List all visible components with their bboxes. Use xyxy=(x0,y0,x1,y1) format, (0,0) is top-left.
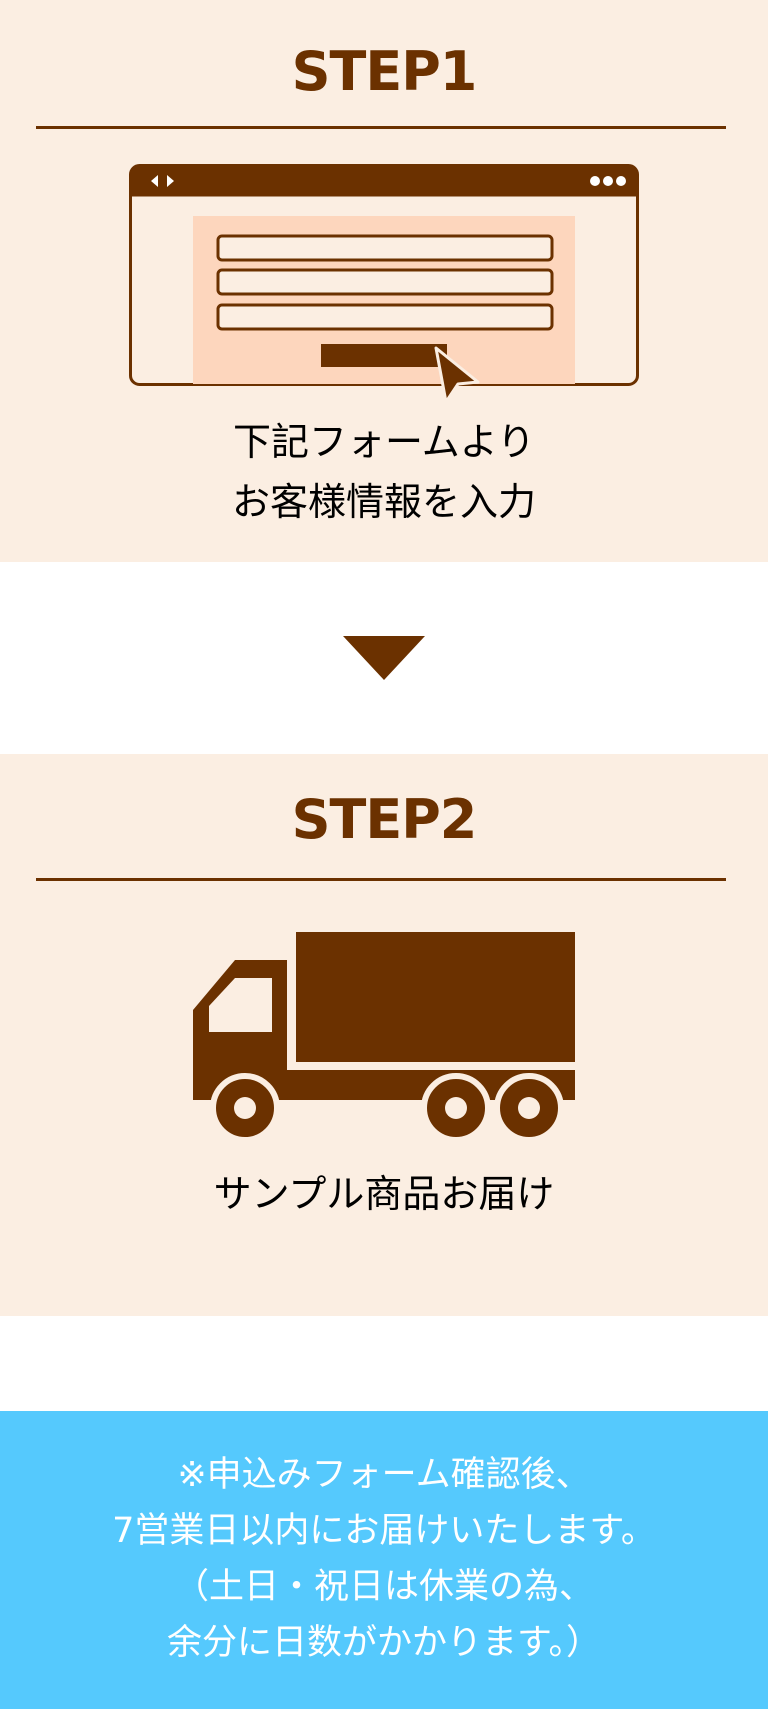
step1-caption: 下記フォームより お客様情報を入力 xyxy=(0,412,768,532)
cursor-arrow-icon xyxy=(434,346,480,404)
menu-dots-icon xyxy=(590,176,600,186)
notice-line: 7営業日以内にお届けいたします。 xyxy=(112,1511,656,1551)
step2-caption-line: サンプル商品お届け xyxy=(213,1172,555,1216)
back-arrow-icon xyxy=(151,175,158,187)
step1-caption-line: お客様情報を入力 xyxy=(231,480,536,524)
notice-text: ※申込みフォーム確認後、 7営業日以内にお届けいたします。 （土日・祝日は休業の… xyxy=(0,1447,768,1671)
step2-title: STEP2 xyxy=(291,788,478,851)
truck-icon xyxy=(193,932,575,1138)
step1-title: STEP1 xyxy=(291,40,478,103)
step1-caption-line: 下記フォームより xyxy=(232,420,536,464)
notice-line: ※申込みフォーム確認後、 xyxy=(177,1455,591,1495)
browser-form-icon xyxy=(129,164,639,386)
notice-line: （土日・祝日は休業の為、 xyxy=(173,1567,594,1607)
step2-divider xyxy=(36,878,726,881)
notice-line: 余分に日数がかかります。） xyxy=(166,1623,601,1663)
step1-divider xyxy=(36,126,726,129)
step2-panel: STEP2 サンプル商品お届け xyxy=(0,754,768,1316)
step1-panel: STEP1 下記フォームより お客様情報を入力 xyxy=(0,0,768,562)
down-triangle-icon xyxy=(343,636,425,680)
forward-arrow-icon xyxy=(167,175,174,187)
step2-caption: サンプル商品お届け xyxy=(0,1164,768,1224)
notice-box: ※申込みフォーム確認後、 7営業日以内にお届けいたします。 （土日・祝日は休業の… xyxy=(0,1411,768,1709)
